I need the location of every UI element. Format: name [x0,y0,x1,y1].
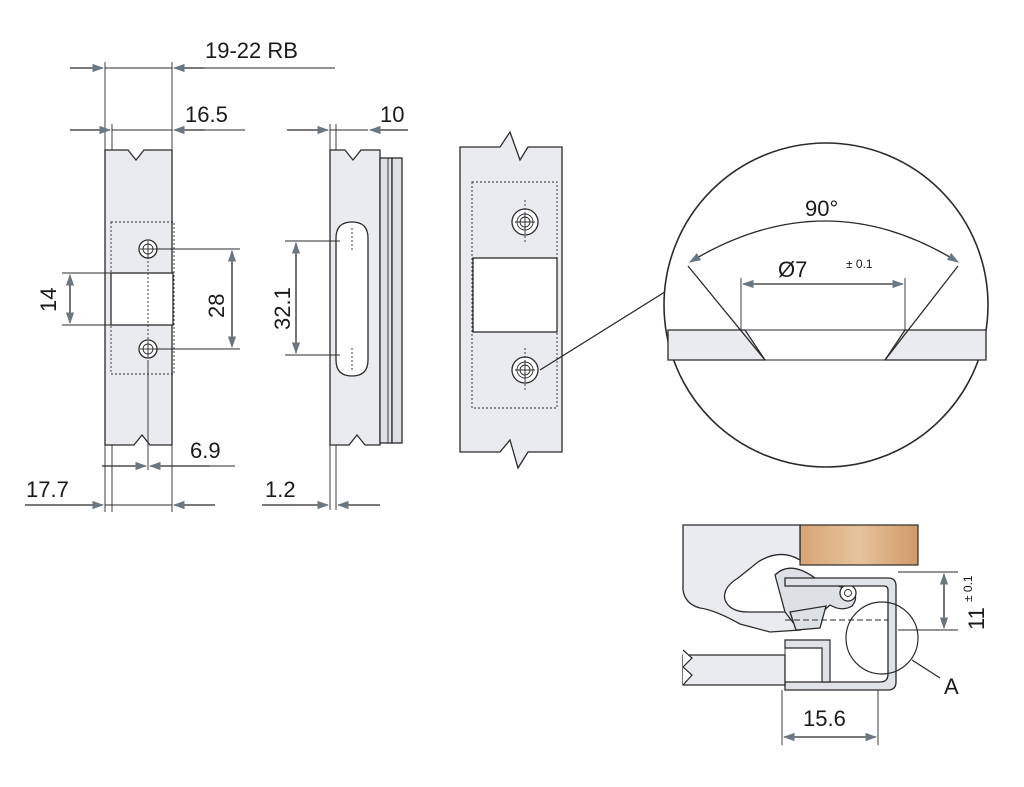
dim-angle: 90° [805,196,838,221]
side-view: 10 32.1 1.2 [262,102,408,510]
wood-block [799,524,919,566]
dim-width-15-6: 15.6 [803,706,846,731]
dim-width-16-5: 16.5 [185,102,228,127]
enlarged-front-view [459,130,669,470]
countersink-detail: 90° Ø7 ± 0.1 [663,142,989,468]
installation-section: A 11 ± 0.1 15.6 [682,524,989,745]
enlarged-slot [472,257,558,333]
detail-a-circle [845,601,919,675]
dim-diameter-tolerance: ± 0.1 [846,257,873,271]
dim-diameter: Ø7 [778,257,807,282]
dim-offset-17-7: 17.7 [26,477,69,502]
dim-height-28: 28 [204,294,229,318]
slot-opening [110,272,174,326]
dim-offset-6-9: 6.9 [190,438,221,463]
label-detail-a: A [944,674,959,699]
screw-hole-bottom [138,339,158,359]
dim-height-32-1: 32.1 [270,287,295,330]
dim-height-11-tolerance: ± 0.1 [961,575,975,602]
dim-width-10: 10 [380,102,404,127]
elongated-slot [335,221,369,377]
dim-rebate-range: 19-22 RB [205,38,298,63]
front-view: 19-22 RB 16.5 14 28 6.9 17.7 [25,38,335,512]
dim-height-11: 11 [964,607,989,630]
dim-offset-1-2: 1.2 [265,477,296,502]
dim-height-14: 14 [36,288,61,312]
screw-hole-top [138,239,158,259]
